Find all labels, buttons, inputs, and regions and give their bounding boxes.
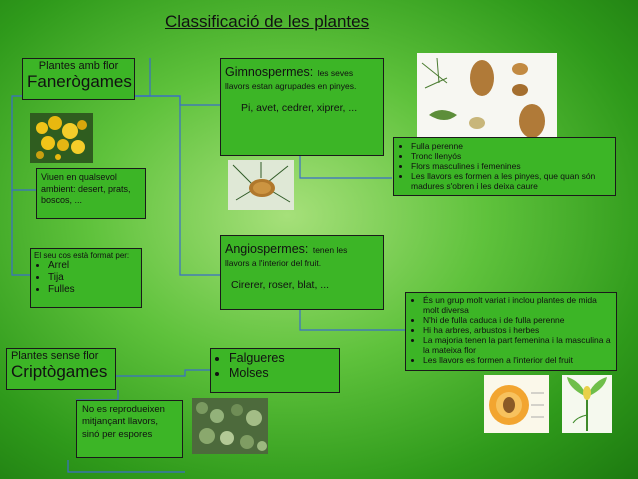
angio-feature-item: Les llavors es formen a l'interior del f… xyxy=(423,355,613,365)
criptogames-title: Criptògames xyxy=(11,362,108,381)
angio-feature-item: La majoria tenen la part femenina i la m… xyxy=(423,335,613,355)
gimno-feature-item: Les llavors es formen a les pinyes, que … xyxy=(411,171,612,191)
criptogames-box: Plantes sense flor Criptògames xyxy=(6,348,116,390)
pine-cone-photo xyxy=(228,160,294,210)
criptogames-subtitle: Plantes sense flor xyxy=(11,350,99,362)
angiospermes-examples: Cirerer, roser, blat, ... xyxy=(231,279,330,292)
reproduction-text: No es reprodueixen mitjançant llavors, s… xyxy=(82,404,165,440)
moss-photo xyxy=(192,398,268,454)
angiospermes-title: Angiospermes: xyxy=(225,242,309,256)
gimnospermes-box: Gimnospermes: les seves llavors estan ag… xyxy=(220,58,384,156)
gimnospermes-examples: Pi, avet, cedrer, xiprer, ... xyxy=(241,102,358,115)
angiospermes-features-box: És un grup molt variat i inclou plantes … xyxy=(405,292,617,371)
fanerogames-box: Plantes amb flor Fanerògames xyxy=(22,58,135,100)
gimnospermes-title: Gimnospermes: xyxy=(225,65,314,79)
criptogames-types-box: Falgueres Molses xyxy=(210,348,340,393)
structure-item: Arrel xyxy=(48,260,138,272)
page-title: Classificació de les plantes xyxy=(165,12,370,31)
gimnospermes-features-box: Fulla perenne Tronc llenyós Flors mascul… xyxy=(393,137,616,196)
structure-item: Fulles xyxy=(48,284,138,296)
angio-feature-item: N'hi de fulla caduca i de fulla perenne xyxy=(423,315,613,325)
gimno-feature-item: Tronc llenyós xyxy=(411,151,612,161)
angiospermes-desc-a: tenen les xyxy=(312,245,348,255)
habitat-box: Viuen en qualsevol ambient: desert, prat… xyxy=(36,168,146,219)
reproduction-box: No es reprodueixen mitjançant llavors, s… xyxy=(76,400,183,458)
fanerogames-title: Fanerògames xyxy=(27,72,132,91)
structure-heading: El seu cos està format per: xyxy=(34,251,130,260)
pine-cone-diagram xyxy=(417,53,557,143)
angiospermes-box: Angiospermes: tenen les llavors a l'inte… xyxy=(220,235,384,310)
habitat-text: Viuen en qualsevol ambient: desert, prat… xyxy=(41,172,131,206)
yellow-flowers-photo xyxy=(30,113,93,163)
fruit-diagram xyxy=(484,375,549,433)
gimno-feature-item: Flors masculines i femenines xyxy=(411,161,612,171)
flower-diagram xyxy=(562,375,612,433)
gimnospermes-desc-a: les seves xyxy=(317,68,354,78)
angio-feature-item: Hi ha arbres, arbustos i herbes xyxy=(423,325,613,335)
fanerogames-subtitle: Plantes amb flor xyxy=(38,60,119,72)
cripto-type-item: Falgueres xyxy=(229,351,335,366)
structure-item: Tija xyxy=(48,272,138,284)
structure-box: El seu cos està format per: Arrel Tija F… xyxy=(30,248,142,308)
gimnospermes-desc-b: llavors estan agrupades en pinyes. xyxy=(225,81,357,92)
angio-feature-item: És un grup molt variat i inclou plantes … xyxy=(423,295,613,315)
cripto-type-item: Molses xyxy=(229,366,335,381)
angiospermes-desc-b: llavors a l'interior del fruit. xyxy=(225,258,322,269)
gimno-feature-item: Fulla perenne xyxy=(411,141,612,151)
